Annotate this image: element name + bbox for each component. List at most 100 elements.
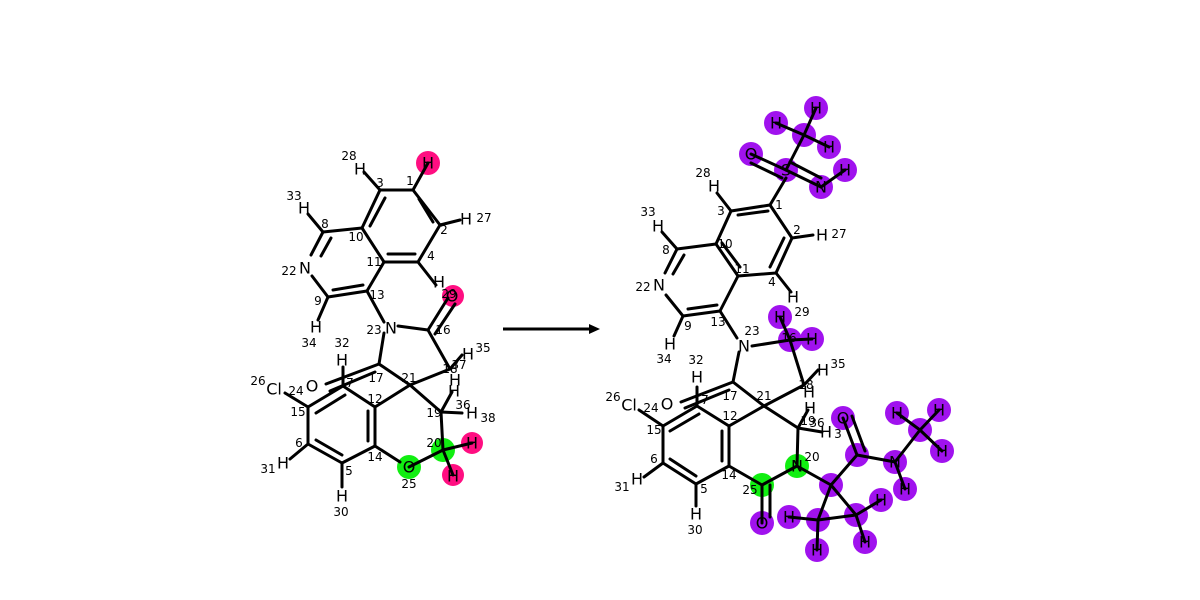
- atom-index: 14: [721, 468, 736, 482]
- atom-label-h: H: [298, 199, 310, 218]
- atom-label-h: H: [460, 210, 472, 229]
- atom-index: 21: [401, 371, 416, 385]
- atom-index: 23: [744, 324, 759, 338]
- atom-label-h: H: [466, 434, 478, 453]
- atom-label-h: H: [817, 361, 829, 380]
- atom-label-s: S: [781, 161, 791, 180]
- atom-label-h: H: [816, 226, 828, 245]
- atom-label-h: H: [336, 351, 348, 370]
- atom-label-h: H: [690, 505, 702, 524]
- atom-index: 24: [643, 401, 658, 415]
- atom-label-h: H: [899, 480, 911, 499]
- atom-index: 37: [451, 358, 466, 372]
- atom-label-h: H: [449, 371, 461, 390]
- atom-label-h: H: [823, 138, 835, 157]
- atom-index: 33: [286, 189, 301, 203]
- atom-index: 27: [476, 211, 491, 225]
- atom-index: 24: [288, 384, 303, 398]
- atom-label-h: H: [803, 383, 815, 402]
- atom-label-h: H: [933, 401, 945, 420]
- atom-index: 12: [367, 392, 382, 406]
- atom-index: 30: [333, 505, 348, 519]
- atom-label-h: H: [936, 442, 948, 461]
- atom-index: 6: [650, 452, 658, 466]
- atom-index: 3: [717, 204, 725, 218]
- atom-index: 26: [250, 374, 265, 388]
- atom-index: 7: [701, 393, 709, 407]
- bond-group: [679, 315, 944, 552]
- atom-index: 36: [455, 398, 470, 412]
- atom-index: 13: [710, 315, 725, 329]
- atom-index: 5: [700, 482, 708, 496]
- atom-label-n: N: [385, 319, 397, 338]
- atom-label-cl: Cl: [266, 380, 282, 399]
- atom-label-n: N: [791, 457, 803, 476]
- atom-index: 21: [756, 389, 771, 403]
- atom-label-h: H: [422, 154, 434, 173]
- bond-group: [637, 385, 766, 508]
- atom-label-h: H: [336, 487, 348, 506]
- atom-index: 19: [426, 406, 441, 420]
- atom-index: 31: [614, 480, 629, 494]
- atom-label-h: H: [820, 423, 832, 442]
- atom-label-n: N: [815, 178, 827, 197]
- atom-label-h: H: [652, 217, 664, 236]
- atom-index: 4: [768, 275, 776, 289]
- atom-index: 27: [831, 227, 846, 241]
- atom-index: 25: [401, 477, 416, 491]
- atom-label-h: H: [839, 161, 851, 180]
- atom-index: 6: [295, 436, 303, 450]
- atom-label-h: H: [448, 382, 460, 401]
- reactant-molecule: H H 28 H 33 N 22 H 34 N 23 H 27 H O 29 H…: [250, 149, 495, 519]
- atom-label-o: O: [403, 458, 416, 477]
- atom-label-h: H: [310, 318, 322, 337]
- bond-group: [306, 161, 462, 324]
- atom-index: 13: [369, 288, 384, 302]
- atom-index: 9: [314, 294, 322, 308]
- atom-label-h: H: [810, 99, 822, 118]
- atom-label-h: H: [354, 160, 366, 179]
- atom-index: 2: [440, 223, 448, 237]
- atom-label-n: N: [889, 453, 901, 472]
- atom-index: 3: [376, 176, 384, 190]
- atom-index: 17: [722, 389, 737, 403]
- reaction-arrow: [503, 324, 600, 334]
- atom-label-h: H: [891, 404, 903, 423]
- atom-index: 22: [281, 264, 296, 278]
- atom-index: 18: [442, 362, 457, 376]
- atom-index: 8: [662, 243, 670, 257]
- atom-index: 35: [830, 357, 845, 371]
- atom-index: 11: [366, 255, 381, 269]
- bond-group: [283, 365, 412, 489]
- atom-index: 10: [348, 230, 363, 244]
- atom-index: 33: [640, 205, 655, 219]
- atom-label-h: H: [787, 288, 799, 307]
- atom-label-h: H: [691, 368, 703, 387]
- atom-index: 2: [793, 223, 801, 237]
- atom-index: 18: [798, 378, 813, 392]
- atom-index: 38: [480, 411, 495, 425]
- atom-label-h: H: [708, 177, 720, 196]
- bond-group: [749, 106, 847, 189]
- atom-index: 32: [688, 353, 703, 367]
- atom-index: 34: [301, 336, 316, 350]
- atom-label-h: H: [875, 491, 887, 510]
- atom-index: 1: [775, 198, 783, 212]
- atom-label-o: O: [446, 287, 459, 306]
- atom-index: 1: [406, 174, 414, 188]
- atom-label-cl: Cl: [621, 396, 637, 415]
- atom-index: 32: [334, 336, 349, 350]
- atom-index: 29: [441, 287, 456, 301]
- atom-index: 12: [722, 409, 737, 423]
- atom-label-o: O: [306, 377, 319, 396]
- atom-index: 14: [367, 450, 382, 464]
- atom-index: 29: [794, 305, 809, 319]
- atom-label-h: H: [806, 330, 818, 349]
- atom-label-h: H: [277, 454, 289, 473]
- atom-index: 3: [834, 427, 842, 441]
- atom-label-h: H: [631, 470, 643, 489]
- atom-index: 20: [426, 436, 441, 450]
- atom-index: 16: [781, 331, 796, 345]
- atom-label-o: O: [756, 514, 769, 533]
